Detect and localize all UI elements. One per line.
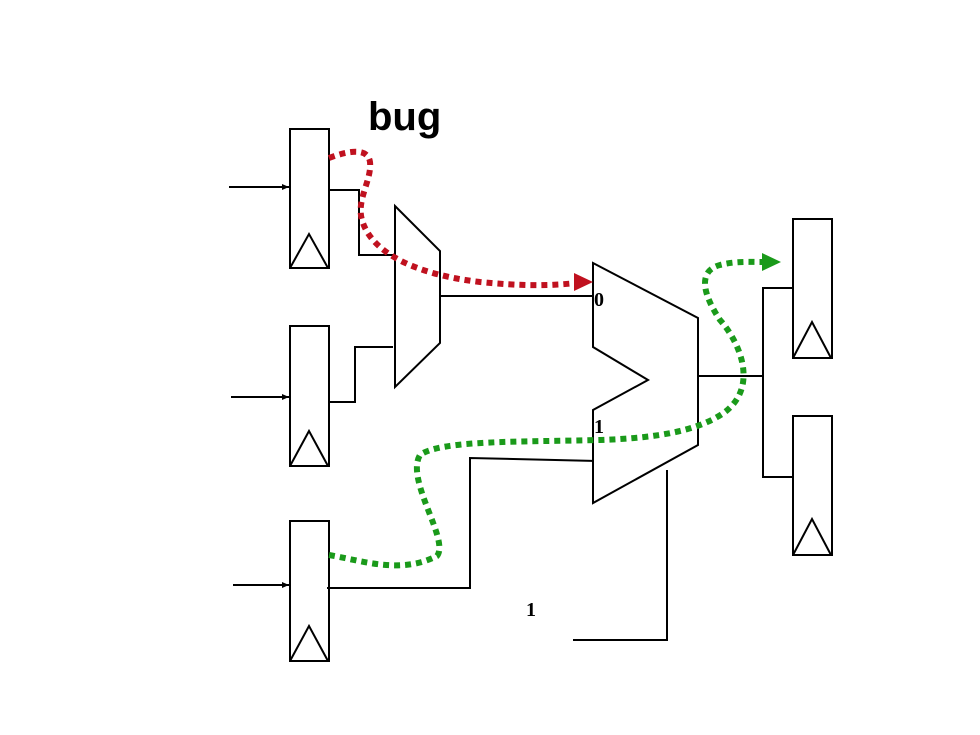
clock-triangle-icon: [289, 231, 329, 269]
clock-triangle-icon: [289, 428, 329, 467]
correct-path: [328, 258, 763, 569]
clock-triangle-icon: [792, 516, 832, 556]
register-right-2: [792, 415, 833, 556]
register-right-1: [792, 218, 833, 359]
small-mux: [394, 203, 441, 390]
register-left-1: [289, 128, 330, 269]
wire-reg3-to-alu-in1: [327, 456, 598, 589]
alu-input-0-label: 0: [594, 289, 604, 311]
wire-fanout: [762, 287, 793, 478]
alu-input-1-label: 1: [594, 416, 604, 438]
bug-path-arrowhead-icon: [574, 273, 593, 291]
wire-reg2-to-mux: [329, 346, 393, 403]
register-left-3: [289, 520, 330, 662]
bug-path: [327, 148, 577, 289]
correct-path-arrowhead-icon: [762, 253, 781, 271]
select-value-label: 1: [526, 599, 536, 621]
clock-triangle-icon: [289, 623, 329, 662]
wire-reg1-to-mux: [329, 189, 395, 256]
diagram-title: bug: [368, 95, 441, 139]
register-left-2: [289, 325, 330, 467]
wire-select-line: [573, 470, 668, 641]
clock-triangle-icon: [792, 319, 832, 359]
alu-mux: [592, 261, 699, 505]
